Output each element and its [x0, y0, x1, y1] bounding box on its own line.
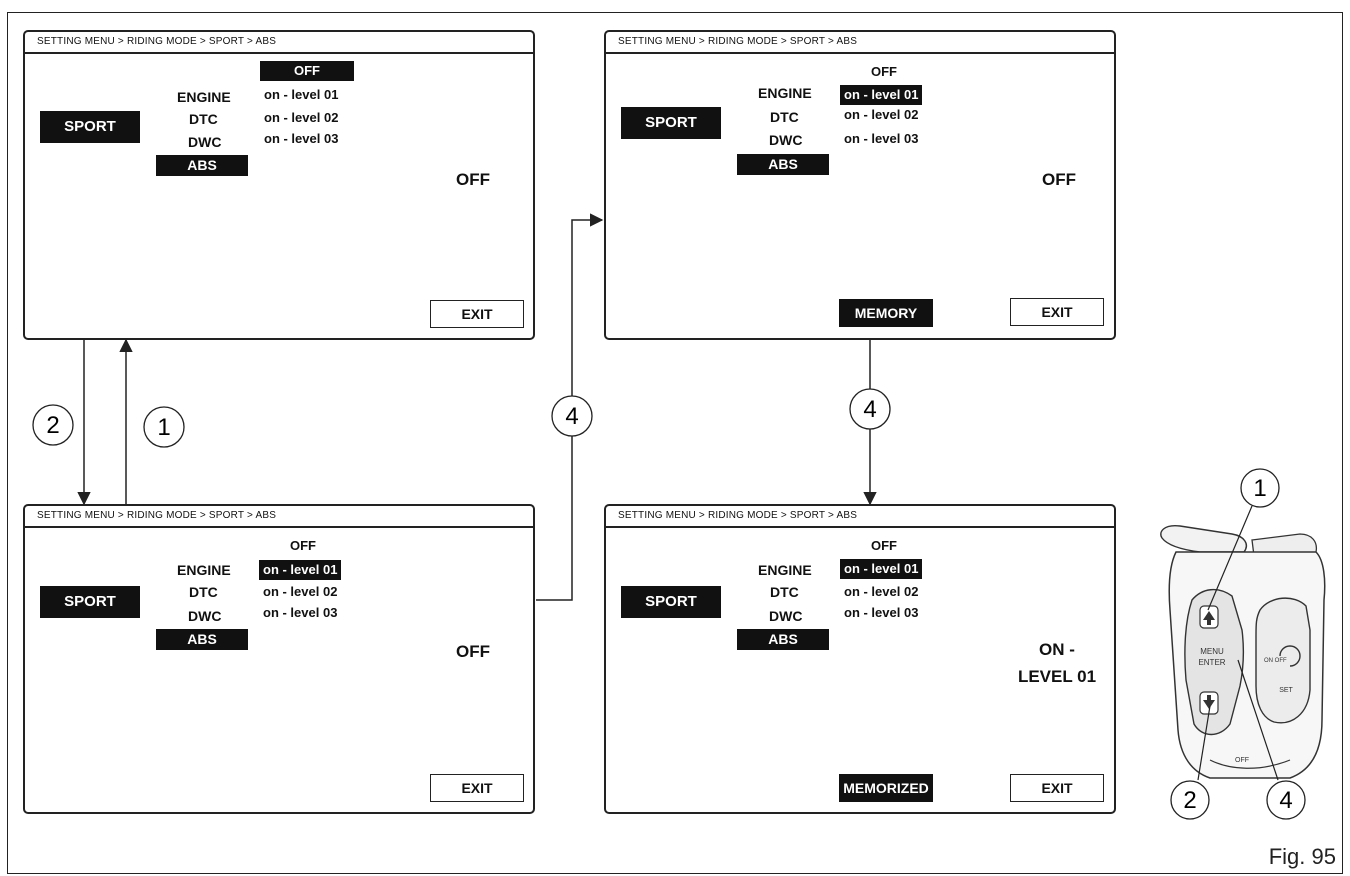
- menu-dtc: DTC: [189, 111, 218, 127]
- exit-button[interactable]: EXIT: [1010, 774, 1104, 802]
- callout-2: 2: [46, 412, 59, 439]
- option-level-02: on - level 02: [264, 110, 339, 125]
- current-value: OFF: [1042, 170, 1076, 189]
- option-off: OFF: [871, 538, 897, 553]
- menu-dwc: DWC: [188, 608, 222, 624]
- option-level-01: on - level 01: [259, 560, 342, 580]
- figure-label: Fig. 95: [1268, 844, 1336, 869]
- callout-2-ctrl-circle: [1170, 780, 1210, 820]
- screen-top-right: SETTING MENU > RIDING MODE > SPORT > ABS…: [604, 30, 1116, 340]
- option-level-03: on - level 03: [844, 131, 919, 146]
- option-level-02: on - level 02: [844, 107, 919, 122]
- screen-bottom-right: SETTING MENU > RIDING MODE > SPORT > ABS…: [604, 504, 1116, 814]
- screen-top-left: SETTING MENU > RIDING MODE > SPORT > ABS…: [23, 30, 535, 340]
- breadcrumb: SETTING MENU > RIDING MODE > SPORT > ABS: [25, 32, 533, 54]
- menu-engine: ENGINE: [758, 562, 812, 578]
- menu-abs: ABS: [737, 629, 829, 650]
- callout-1-ctrl: 1: [1253, 475, 1266, 502]
- option-level-02: on - level 02: [844, 584, 919, 599]
- memory-status: MEMORY: [839, 299, 933, 327]
- menu-dtc: DTC: [770, 109, 799, 125]
- callout-4: 4: [565, 403, 578, 430]
- option-off: OFF: [260, 61, 354, 81]
- figure-frame: [7, 12, 1343, 874]
- callout-4-ctrl: 4: [1279, 787, 1292, 814]
- menu-engine: ENGINE: [758, 85, 812, 101]
- callout-1-ctrl-circle: [1240, 468, 1280, 508]
- option-level-02: on - level 02: [263, 584, 338, 599]
- current-value: OFF: [456, 170, 490, 189]
- callout-4-ctrl-circle: [1266, 780, 1306, 820]
- breadcrumb: SETTING MENU > RIDING MODE > SPORT > ABS: [606, 32, 1114, 54]
- menu-engine: ENGINE: [177, 562, 231, 578]
- exit-button[interactable]: EXIT: [1010, 298, 1104, 326]
- callout-2-ctrl: 2: [1183, 787, 1196, 814]
- down-arrow-icon: [1203, 695, 1215, 709]
- menu-abs: ABS: [156, 155, 248, 176]
- set-label: SET: [1279, 687, 1293, 694]
- menu-dtc: DTC: [770, 584, 799, 600]
- option-level-03: on - level 03: [844, 605, 919, 620]
- option-level-01: on - level 01: [840, 559, 923, 579]
- callout-4-circle: [551, 395, 593, 437]
- up-arrow-icon: [1203, 611, 1215, 625]
- option-off: OFF: [871, 64, 897, 79]
- current-value-line2: LEVEL 01: [1017, 667, 1097, 686]
- menu-label: MENU: [1200, 647, 1224, 656]
- lever-shape: [1160, 524, 1248, 553]
- current-value-line1: ON -: [1039, 640, 1075, 659]
- callout-1: 1: [157, 414, 170, 441]
- menu-dwc: DWC: [188, 134, 222, 150]
- menu-abs: ABS: [156, 629, 248, 650]
- mode-badge: SPORT: [40, 586, 140, 618]
- off-label: OFF: [1235, 757, 1249, 764]
- breadcrumb: SETTING MENU > RIDING MODE > SPORT > ABS: [606, 506, 1114, 528]
- memorized-status: MEMORIZED: [839, 774, 933, 802]
- on-off-label: ON OFF: [1264, 658, 1287, 664]
- exit-button[interactable]: EXIT: [430, 774, 524, 802]
- option-level-01: on - level 01: [840, 85, 923, 105]
- callout-2-circle: [32, 404, 74, 446]
- callout-4b-circle: [849, 388, 891, 430]
- menu-abs: ABS: [737, 154, 829, 175]
- enter-label: ENTER: [1198, 658, 1225, 667]
- right-pod: [1255, 597, 1311, 724]
- mode-badge: SPORT: [621, 107, 721, 139]
- callout-4b: 4: [863, 396, 876, 423]
- handlebar-controller: MENU ENTER ON OFF SET OFF 1 2 4: [1160, 468, 1326, 820]
- mode-badge: SPORT: [40, 111, 140, 143]
- menu-engine: ENGINE: [177, 89, 231, 105]
- option-level-03: on - level 03: [263, 605, 338, 620]
- screen-bottom-left: SETTING MENU > RIDING MODE > SPORT > ABS…: [23, 504, 535, 814]
- option-off: OFF: [290, 538, 316, 553]
- menu-dwc: DWC: [769, 132, 803, 148]
- exit-button[interactable]: EXIT: [430, 300, 524, 328]
- callout-1-circle: [143, 406, 185, 448]
- option-level-01: on - level 01: [264, 87, 339, 102]
- mode-badge: SPORT: [621, 586, 721, 618]
- breadcrumb: SETTING MENU > RIDING MODE > SPORT > ABS: [25, 506, 533, 528]
- base-detail: [1209, 759, 1291, 769]
- menu-dwc: DWC: [769, 608, 803, 624]
- option-level-03: on - level 03: [264, 131, 339, 146]
- current-value: OFF: [456, 642, 490, 661]
- menu-dtc: DTC: [189, 584, 218, 600]
- cruise-icon: [1279, 645, 1301, 667]
